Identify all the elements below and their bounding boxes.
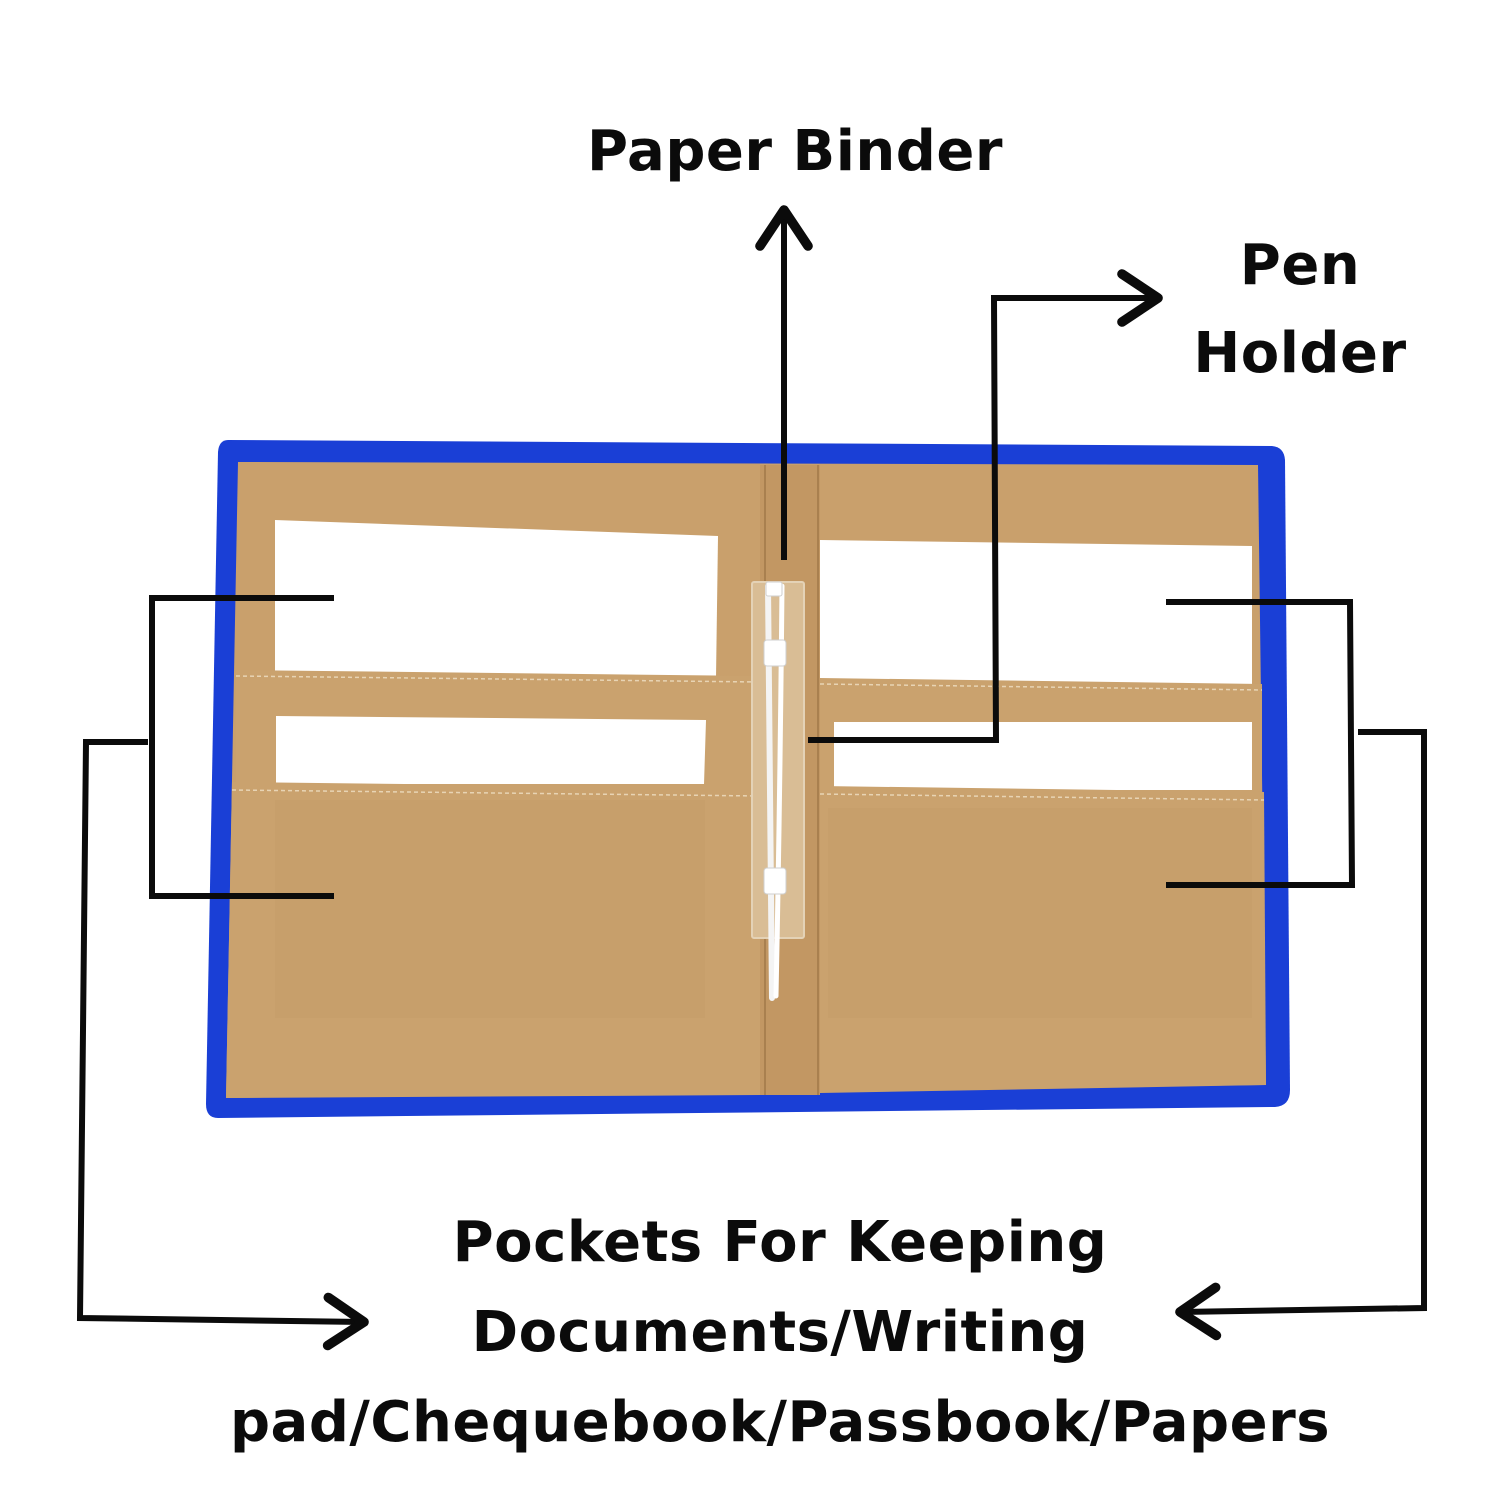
pockets-label: Pockets For Keeping Documents/Writing pa… — [150, 1198, 1410, 1468]
pen-holder-label: Pen Holder — [1190, 222, 1410, 398]
pen-holder-arrow — [808, 269, 1163, 743]
pockets-label-line2: Documents/Writing — [471, 1300, 1089, 1365]
pen-holder-label-line1: Pen — [1239, 233, 1361, 298]
right-pockets-arrow — [1175, 729, 1427, 1341]
paper-binder-label: Paper Binder — [587, 119, 1003, 184]
left-upper-paper — [275, 520, 718, 678]
pen-holder-label-line2: Holder — [1193, 321, 1407, 386]
right-bracket — [1166, 599, 1356, 888]
left-middle-paper — [276, 716, 706, 784]
left-bracket — [149, 595, 334, 899]
right-upper-paper — [820, 540, 1252, 684]
paper-binder-clip — [763, 581, 787, 1001]
left-pockets-arrow — [76, 739, 369, 1351]
pockets-label-line1: Pockets For Keeping — [452, 1210, 1108, 1275]
pockets-label-line3: pad/Chequebook/Passbook/Papers — [229, 1390, 1331, 1455]
right-middle-paper — [834, 722, 1252, 790]
